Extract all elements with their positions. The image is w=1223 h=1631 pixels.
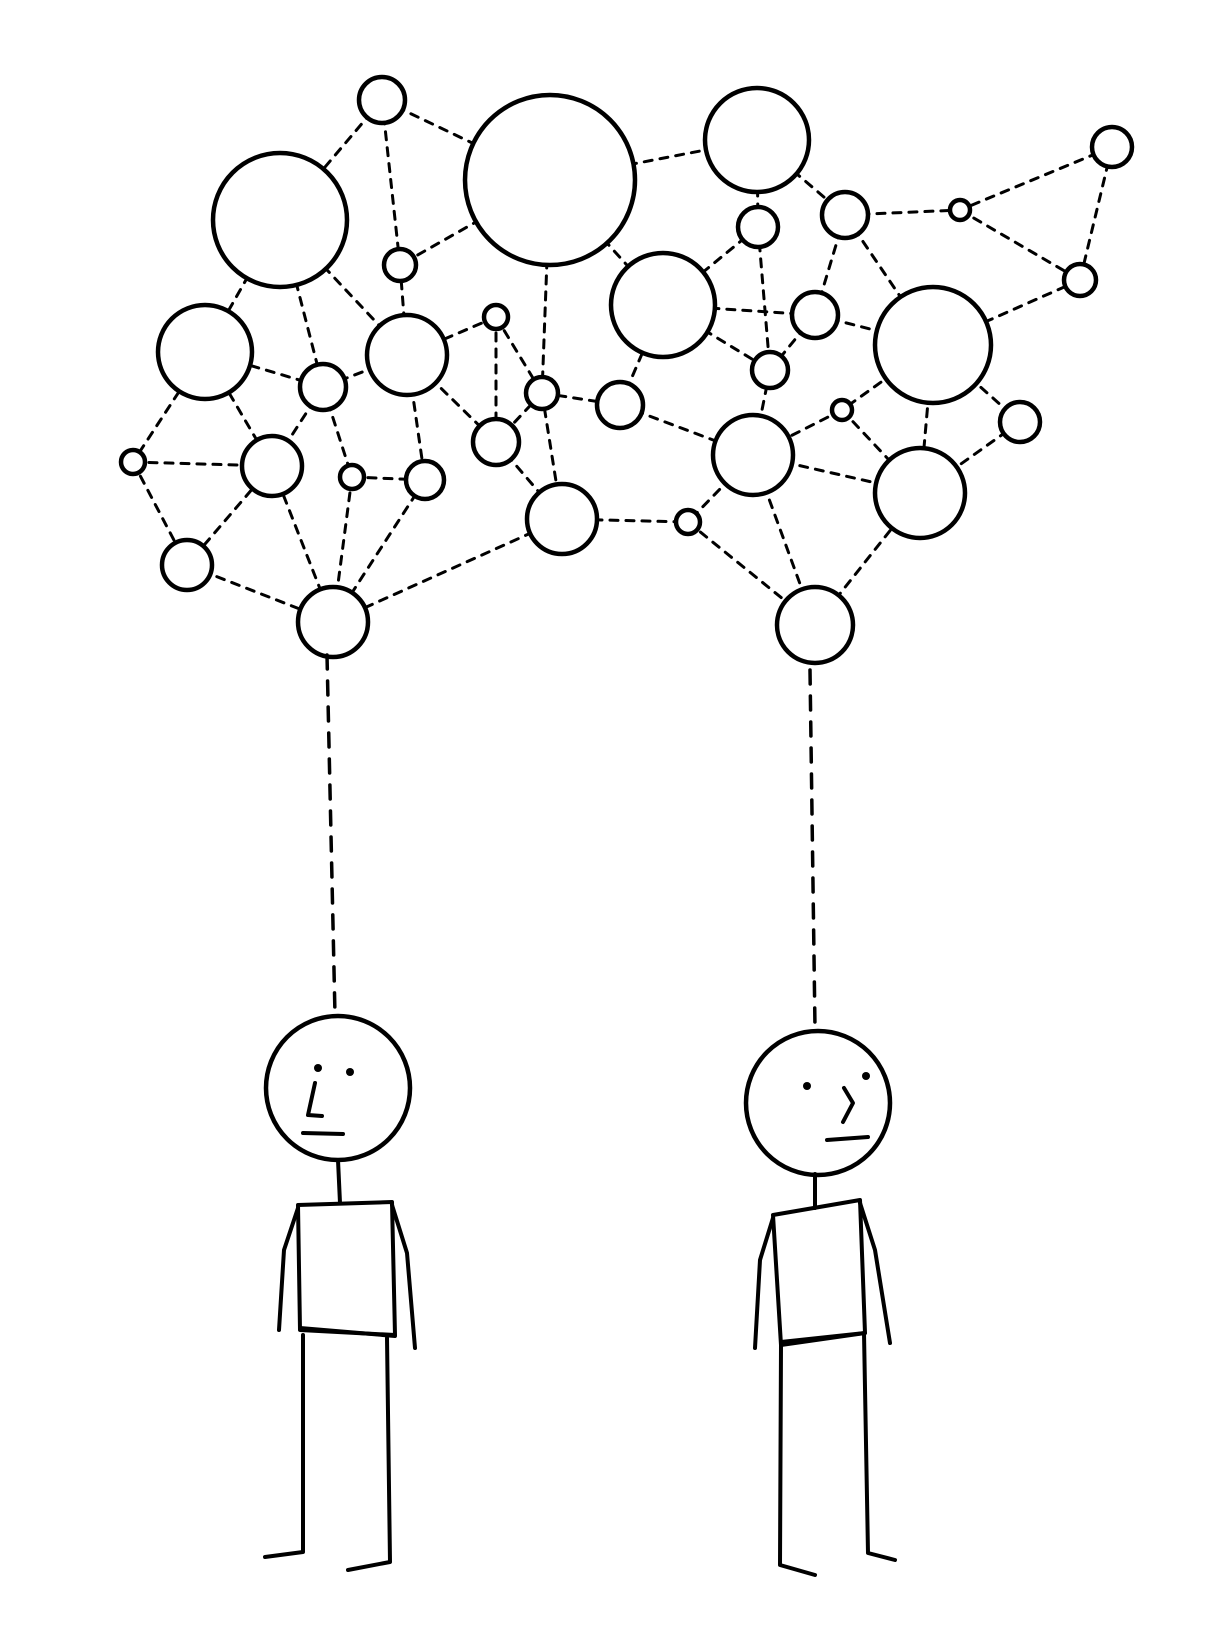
tether-left [325,653,337,1017]
network-node [829,397,855,423]
person-left [263,1013,417,1572]
person-left-eye [314,1064,322,1072]
network-node [608,250,718,360]
network-node [1061,261,1099,299]
network-node [997,399,1043,445]
network-node [239,433,305,499]
network-edge [813,491,922,627]
person-right-eye [803,1082,811,1090]
network-node [673,507,703,537]
network-edge [958,208,1082,282]
network-node [381,246,419,284]
network-node [337,462,367,492]
network-edge [1078,145,1114,282]
network-node [403,458,447,502]
network-edge [958,145,1114,212]
network-node [295,584,371,660]
network-node [872,445,968,541]
network-node [364,312,450,398]
network-edge [380,98,552,182]
network-node [819,189,871,241]
network-node [1089,124,1135,170]
network-node [749,349,791,391]
network-edge [756,225,772,372]
person-left-mouth [301,1131,345,1136]
network-node [735,204,781,250]
person-right-right-arm [858,1201,892,1345]
person-left-nose [306,1081,324,1118]
network-edge [270,464,335,624]
network-node [702,85,812,195]
person-left-right-leg [346,1336,392,1572]
network-edge [768,313,817,372]
network-node [789,289,841,341]
network-edge [350,475,427,482]
person-right-nose [841,1086,855,1124]
network-edge [331,517,564,624]
person-left-left-arm [277,1206,300,1332]
network-node [710,412,796,498]
person-left-head [263,1013,413,1163]
person-right-mouth [825,1135,870,1142]
network-node [947,197,973,223]
person-right-left-leg [778,1343,817,1577]
network-node [155,302,255,402]
network-node [118,447,148,477]
network-node [523,374,561,412]
network-edge [494,315,544,395]
network-edge [380,98,402,267]
network-node [524,481,600,557]
network-node [462,92,638,268]
network-node [481,302,511,332]
person-left-left-leg [263,1333,305,1559]
network-node [356,74,408,126]
person-right [743,1028,897,1577]
person-right-eye [862,1072,870,1080]
network-node [159,537,215,593]
network-edge [540,391,564,521]
person-right-belt [779,1331,867,1344]
tether-right [808,668,817,1030]
person-left-neck [336,1158,342,1205]
network-nodes [118,74,1135,666]
network-edge [278,218,325,389]
network-node [872,284,994,406]
person-right-left-arm [753,1216,775,1350]
network-node [774,584,856,666]
network-node [210,150,350,290]
person-right-right-leg [862,1331,897,1562]
person-right-head [743,1028,893,1178]
network-edge [331,478,427,624]
network-node [297,361,349,413]
network-node [594,379,646,431]
person-left-eye [346,1068,354,1076]
network-node [470,416,522,468]
network-edge [331,475,354,624]
person-left-belt [298,1326,397,1338]
person-left-right-arm [390,1203,417,1350]
